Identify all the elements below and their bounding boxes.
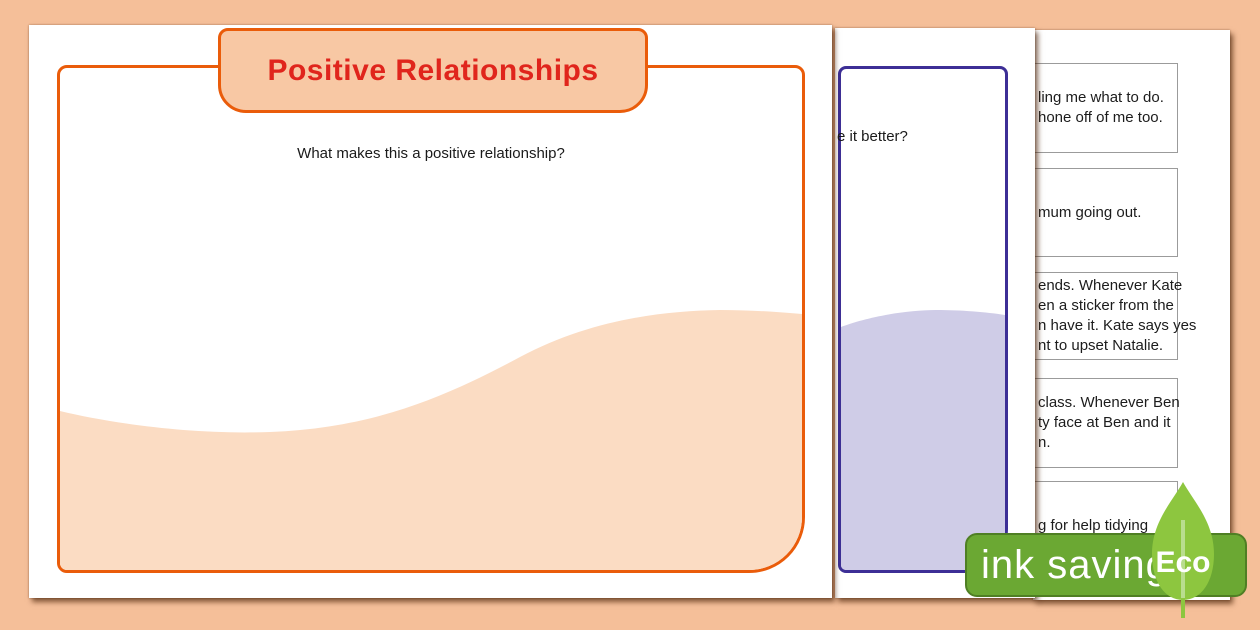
page2-subtitle-fragment: e it better? <box>837 128 908 145</box>
purple-wave-graphic <box>841 310 1005 570</box>
scenario-text-line: hone off of me too. <box>1038 109 1163 126</box>
scenario-text-line: mum going out. <box>1038 203 1142 221</box>
scenario-text-line: class. Whenever Ben <box>1038 394 1180 411</box>
scenario-card: ends. Whenever Kate en a sticker from th… <box>1013 272 1197 360</box>
ink-saving-label: ink saving <box>981 542 1169 587</box>
purple-frame <box>838 66 1008 573</box>
scenario-text-line: en a sticker from the <box>1038 297 1174 314</box>
page1-subtitle: What makes this a positive relationship? <box>297 145 565 162</box>
leaf-stem <box>1181 595 1185 618</box>
scenario-text-line: ty face at Ben and it <box>1038 414 1171 431</box>
purple-wave-shape <box>841 310 1005 570</box>
scenario-card: ling me what to do. hone off of me too. <box>1013 63 1178 153</box>
leaf-vein <box>1181 520 1185 598</box>
eco-leaf-icon <box>1152 482 1214 618</box>
scenario-text-line: g for help tidying <box>1038 517 1149 534</box>
page-title: Positive Relationships <box>267 53 599 87</box>
scenario-text-line: ends. Whenever Kate <box>1038 277 1183 294</box>
scenario-card: class. Whenever Ben ty face at Ben and i… <box>1013 378 1180 468</box>
scenario-text-line: n have it. Kate says yes <box>1038 317 1197 334</box>
eco-label: Eco <box>1155 546 1211 579</box>
scenario-text-line: ling me what to do. <box>1038 89 1164 106</box>
title-banner: Positive Relationships <box>218 28 648 113</box>
scenario-card: mum going out. <box>1013 168 1178 257</box>
worksheet-page-negative: e it better? <box>835 28 1035 598</box>
orange-frame <box>57 65 805 573</box>
scenario-text-line: nt to upset Natalie. <box>1038 337 1164 354</box>
orange-wave-graphic <box>60 310 802 570</box>
worksheet-page-positive: Positive Relationships What makes this a… <box>29 25 832 598</box>
orange-wave-shape <box>60 310 802 570</box>
scenario-text-line: n. <box>1038 434 1051 451</box>
